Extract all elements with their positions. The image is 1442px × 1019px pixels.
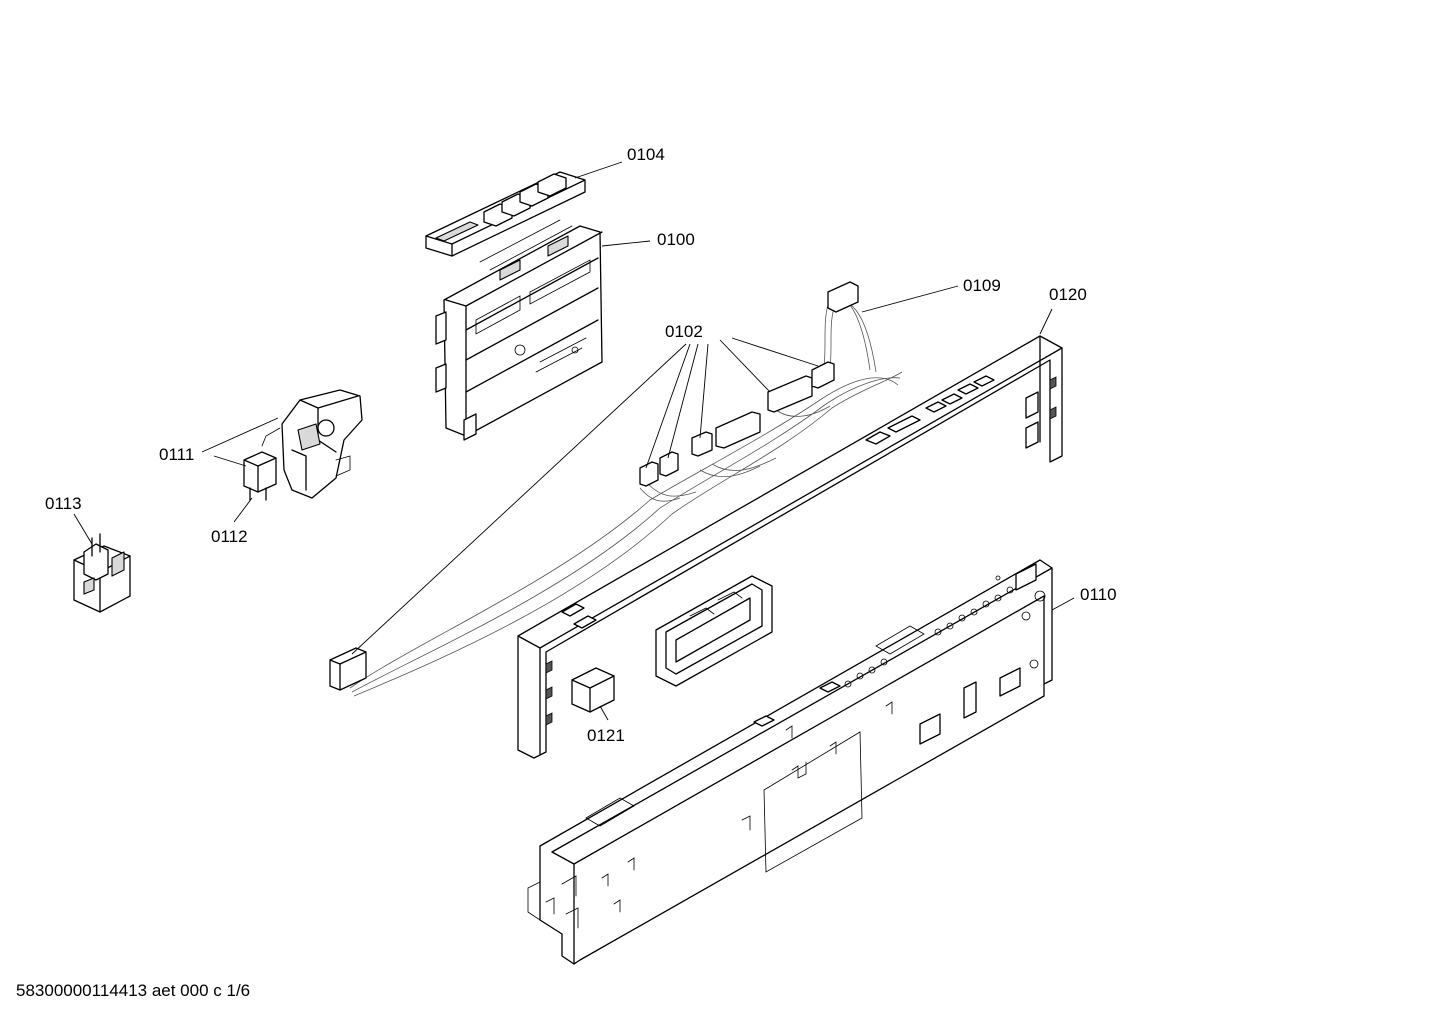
part-labels: 0104 0100 0109 0120 0102 0111 0112 0113 …	[45, 145, 1117, 745]
part-0102-wire-harness	[329, 281, 903, 697]
label-0112: 0112	[211, 527, 248, 546]
part-0120-top-rail-frame	[517, 335, 1063, 759]
label-0102: 0102	[665, 322, 703, 341]
label-0100: 0100	[657, 230, 695, 249]
part-0113-relay-block	[73, 533, 131, 613]
label-0104: 0104	[627, 145, 665, 164]
label-0109: 0109	[963, 276, 1001, 295]
part-0111-switch-assembly	[261, 389, 363, 499]
label-0110: 0110	[1080, 585, 1117, 604]
label-0120: 0120	[1049, 285, 1087, 304]
part-0110-control-panel	[527, 559, 1053, 965]
part-0112-suppressor	[243, 451, 277, 501]
document-code: 58300000114413 aet 000 c 1/6	[16, 981, 251, 1000]
label-0113: 0113	[45, 494, 82, 513]
part-0121-handle-insert	[571, 575, 773, 713]
label-0111: 0111	[159, 445, 194, 464]
part-0104-button-strip	[425, 171, 586, 257]
label-0121: 0121	[587, 726, 625, 745]
part-0100-control-module	[435, 219, 603, 441]
leader-lines	[73, 161, 1075, 721]
